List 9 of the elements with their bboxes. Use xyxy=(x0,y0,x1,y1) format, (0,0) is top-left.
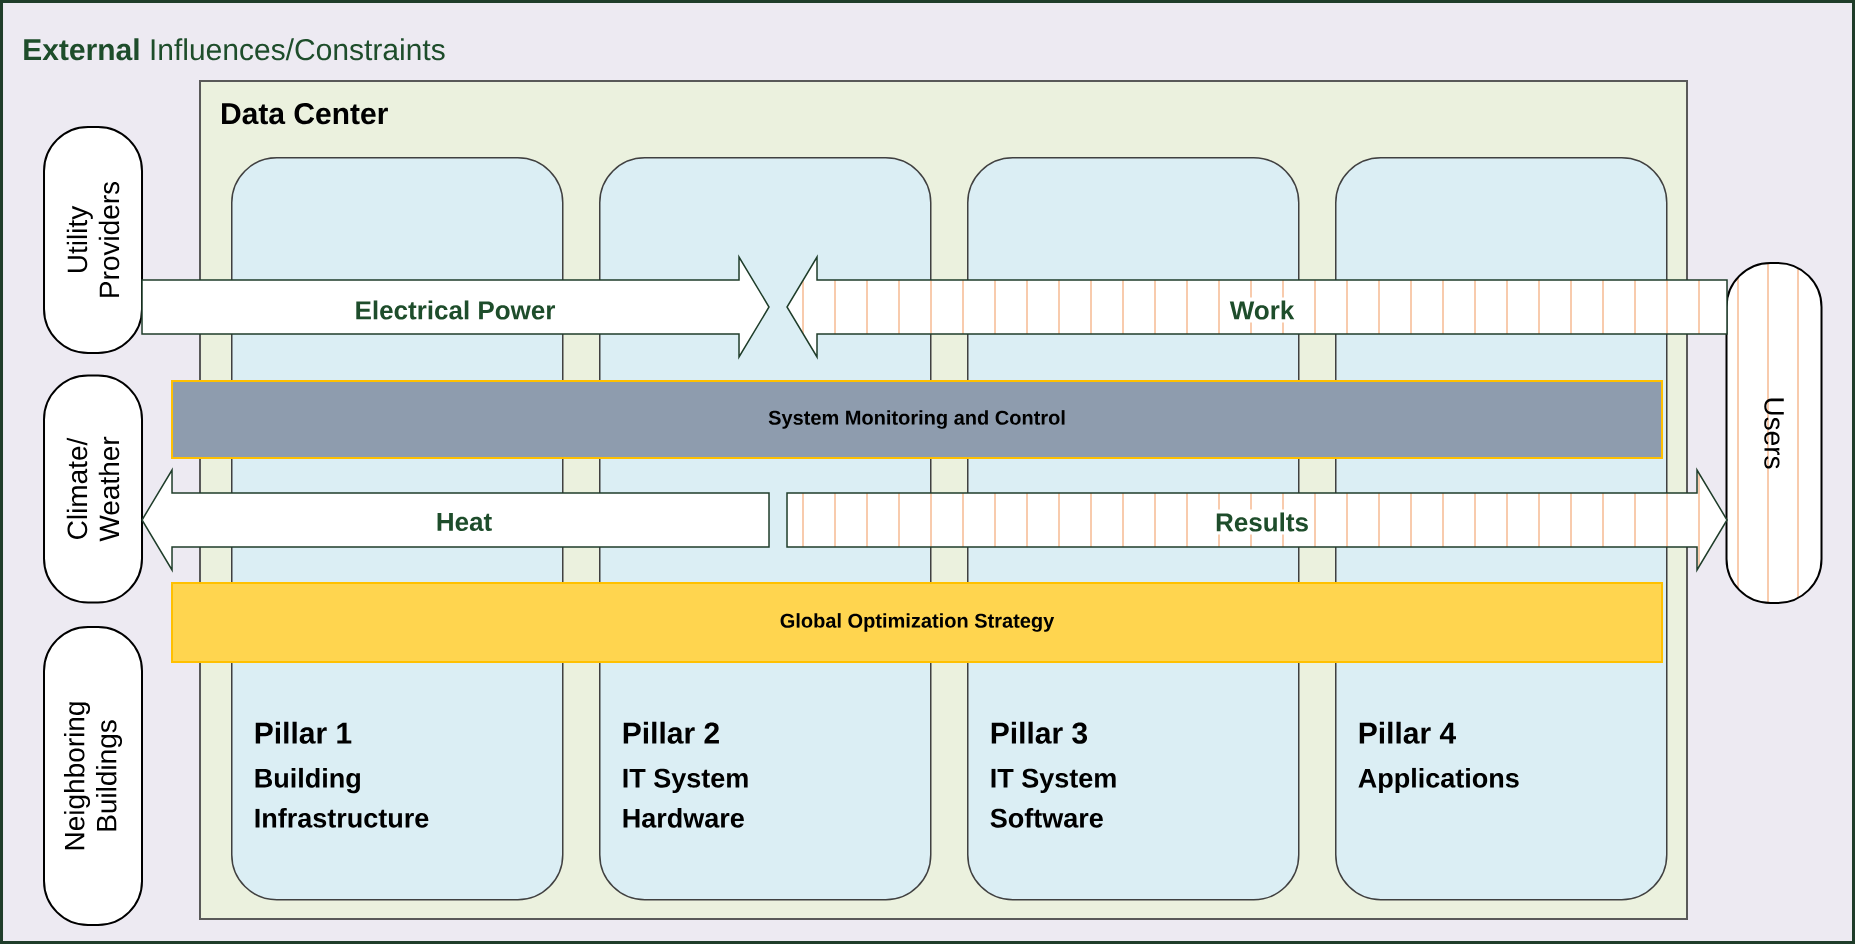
source-pill: Utility Providers xyxy=(43,126,143,354)
block-arrow xyxy=(141,467,770,573)
diagram-title: External Influences/Constraints xyxy=(24,38,445,61)
edge-label: Work xyxy=(1226,297,1298,323)
edge-label: Electrical Power xyxy=(351,297,559,323)
source-pill: Neighboring Buildings xyxy=(43,626,143,926)
edge-label: Results xyxy=(1212,509,1312,535)
source-pill: Climate/ Weather xyxy=(43,374,143,604)
users-pill: Users xyxy=(1725,262,1823,604)
